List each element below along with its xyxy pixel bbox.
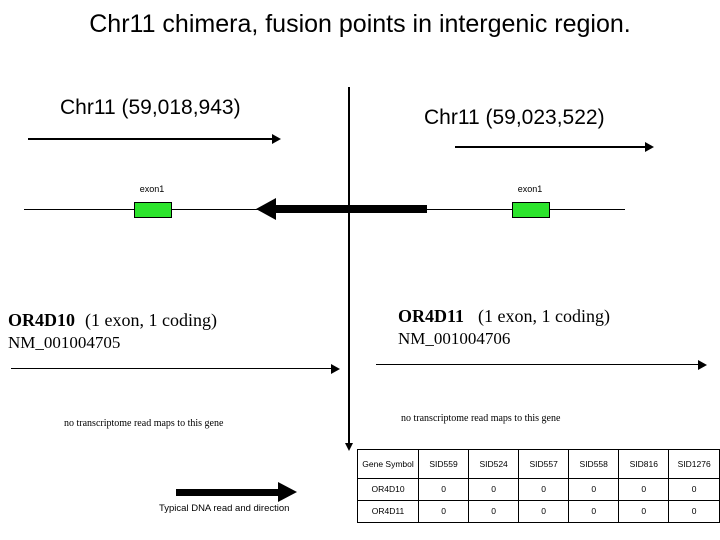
- table-header-sid558: SID558: [568, 449, 620, 479]
- legend-read-arrow-head-icon: [278, 482, 297, 502]
- left-transcriptome-note: no transcriptome read maps to this gene: [64, 418, 224, 429]
- left-gene-direction-arrow-shaft: [11, 368, 333, 369]
- left-coordinate-arrow-head-icon: [272, 134, 281, 144]
- table-cell-value: 0: [568, 478, 620, 501]
- table-header-row: Gene Symbol SID559 SID524 SID557 SID558 …: [356, 449, 720, 479]
- table-cell-value: 0: [468, 500, 520, 523]
- right-gene-accession: NM_001004706: [398, 329, 511, 348]
- left-gene-accession: NM_001004705: [8, 333, 121, 352]
- read-count-table: Gene Symbol SID559 SID524 SID557 SID558 …: [356, 449, 720, 523]
- left-gene-annotation: OR4D10 (1 exon, 1 coding) NM_001004705: [8, 310, 217, 353]
- right-transcriptome-note: no transcriptome read maps to this gene: [401, 413, 561, 424]
- page-title: Chr11 chimera, fusion points in intergen…: [89, 10, 631, 38]
- left-exon-label: exon1: [139, 184, 165, 194]
- right-gene-annotation: OR4D11 (1 exon, 1 coding) NM_001004706: [398, 306, 610, 349]
- table-cell-value: 0: [668, 500, 720, 523]
- right-coordinate-arrow-head-icon: [645, 142, 654, 152]
- legend-read-arrow-shaft: [176, 489, 280, 496]
- chimeric-read-arrow-shaft: [272, 205, 427, 213]
- table-cell-value: 0: [518, 500, 570, 523]
- table-row: OR4D11 0 0 0 0 0 0: [356, 500, 720, 523]
- table-cell-gene: OR4D11: [356, 500, 420, 523]
- left-exon-block: [134, 202, 172, 218]
- fusion-boundary-arrow-head-icon: [345, 443, 353, 451]
- table-header-gene-symbol: Gene Symbol: [356, 449, 420, 479]
- table-cell-value: 0: [468, 478, 520, 501]
- right-gene-direction-arrow-shaft: [376, 364, 700, 365]
- right-exon-block: [512, 202, 550, 218]
- chimeric-read-arrow-head-icon: [256, 198, 276, 220]
- table-cell-value: 0: [518, 478, 570, 501]
- table-cell-value: 0: [418, 478, 470, 501]
- left-genomic-track-line: [24, 209, 324, 210]
- right-gene-detail: (1 exon, 1 coding): [478, 306, 610, 326]
- right-coordinate-arrow-shaft: [455, 146, 647, 148]
- table-header-sid1276: SID1276: [668, 449, 720, 479]
- table-cell-value: 0: [418, 500, 470, 523]
- left-gene-detail: (1 exon, 1 coding): [85, 310, 217, 330]
- table-cell-value: 0: [618, 500, 670, 523]
- table-cell-value: 0: [568, 500, 620, 523]
- table-header-sid524: SID524: [468, 449, 520, 479]
- right-gene-direction-arrow-head-icon: [698, 360, 707, 370]
- fusion-boundary-divider: [348, 87, 350, 445]
- table-header-sid557: SID557: [518, 449, 570, 479]
- table-header-sid559: SID559: [418, 449, 470, 479]
- left-gene-direction-arrow-head-icon: [331, 364, 340, 374]
- right-genomic-track-line: [374, 209, 625, 210]
- table-cell-value: 0: [668, 478, 720, 501]
- right-fusion-coordinate-label: Chr11 (59,023,522): [424, 106, 605, 129]
- right-gene-symbol: OR4D11: [398, 306, 465, 326]
- legend-caption: Typical DNA read and direction: [159, 503, 290, 514]
- table-cell-value: 0: [618, 478, 670, 501]
- left-gene-symbol: OR4D10: [8, 310, 75, 330]
- left-coordinate-arrow-shaft: [28, 138, 274, 140]
- table-cell-gene: OR4D10: [356, 478, 420, 501]
- left-fusion-coordinate-label: Chr11 (59,018,943): [60, 96, 241, 119]
- table-row: OR4D10 0 0 0 0 0 0: [356, 478, 720, 501]
- right-exon-label: exon1: [517, 184, 543, 194]
- table-header-sid816: SID816: [618, 449, 670, 479]
